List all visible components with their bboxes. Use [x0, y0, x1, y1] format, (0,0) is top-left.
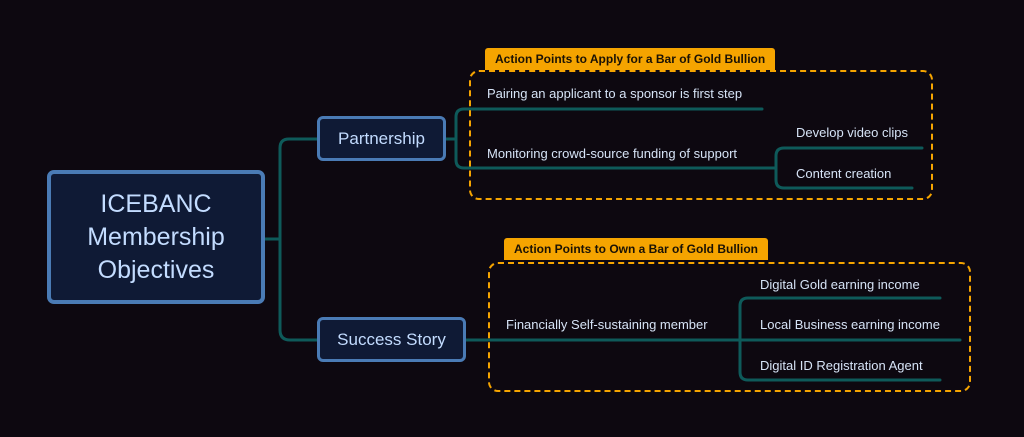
group-title-apply: Action Points to Apply for a Bar of Gold… [485, 48, 776, 70]
connector-partnership-pairing [444, 107, 764, 141]
connector-root-partnership [263, 137, 320, 241]
leaf-content-creation[interactable]: Content creation [796, 166, 892, 181]
root-line-2: Membership [87, 222, 225, 251]
leaf-pairing-applicant[interactable]: Pairing an applicant to a sponsor is fir… [487, 86, 743, 101]
leaf-financially-self-sustaining[interactable]: Financially Self-sustaining member [506, 317, 708, 332]
group-title-own: Action Points to Own a Bar of Gold Bulli… [504, 238, 768, 260]
connector-financially-digital-gold [738, 296, 942, 342]
leaf-monitoring-crowd-source[interactable]: Monitoring crowd-source funding of suppo… [487, 146, 738, 161]
connector-partnership-monitoring [454, 137, 778, 170]
group-box-own [488, 262, 971, 392]
branch-node-partnership[interactable]: Partnership [317, 116, 446, 161]
group-box-apply [469, 70, 933, 200]
branch-label-partnership: Partnership [338, 128, 425, 148]
branch-label-success-story: Success Story [337, 329, 446, 349]
root-line-1: ICEBANC [100, 189, 212, 218]
root-line-3: Objectives [97, 255, 215, 284]
connector-monitoring-video [774, 146, 924, 170]
connector-root-success-story [278, 237, 320, 342]
branch-node-success-story[interactable]: Success Story [317, 317, 466, 362]
leaf-digital-id-agent[interactable]: Digital ID Registration Agent [760, 358, 923, 373]
connector-financially-digital-id [738, 338, 942, 382]
leaf-develop-video-clips[interactable]: Develop video clips [796, 125, 909, 140]
leaf-local-business-income[interactable]: Local Business earning income [760, 317, 940, 332]
leaf-digital-gold-income[interactable]: Digital Gold earning income [760, 277, 920, 292]
root-node[interactable]: ICEBANC Membership Objectives [47, 170, 265, 304]
connector-monitoring-content [774, 166, 914, 190]
